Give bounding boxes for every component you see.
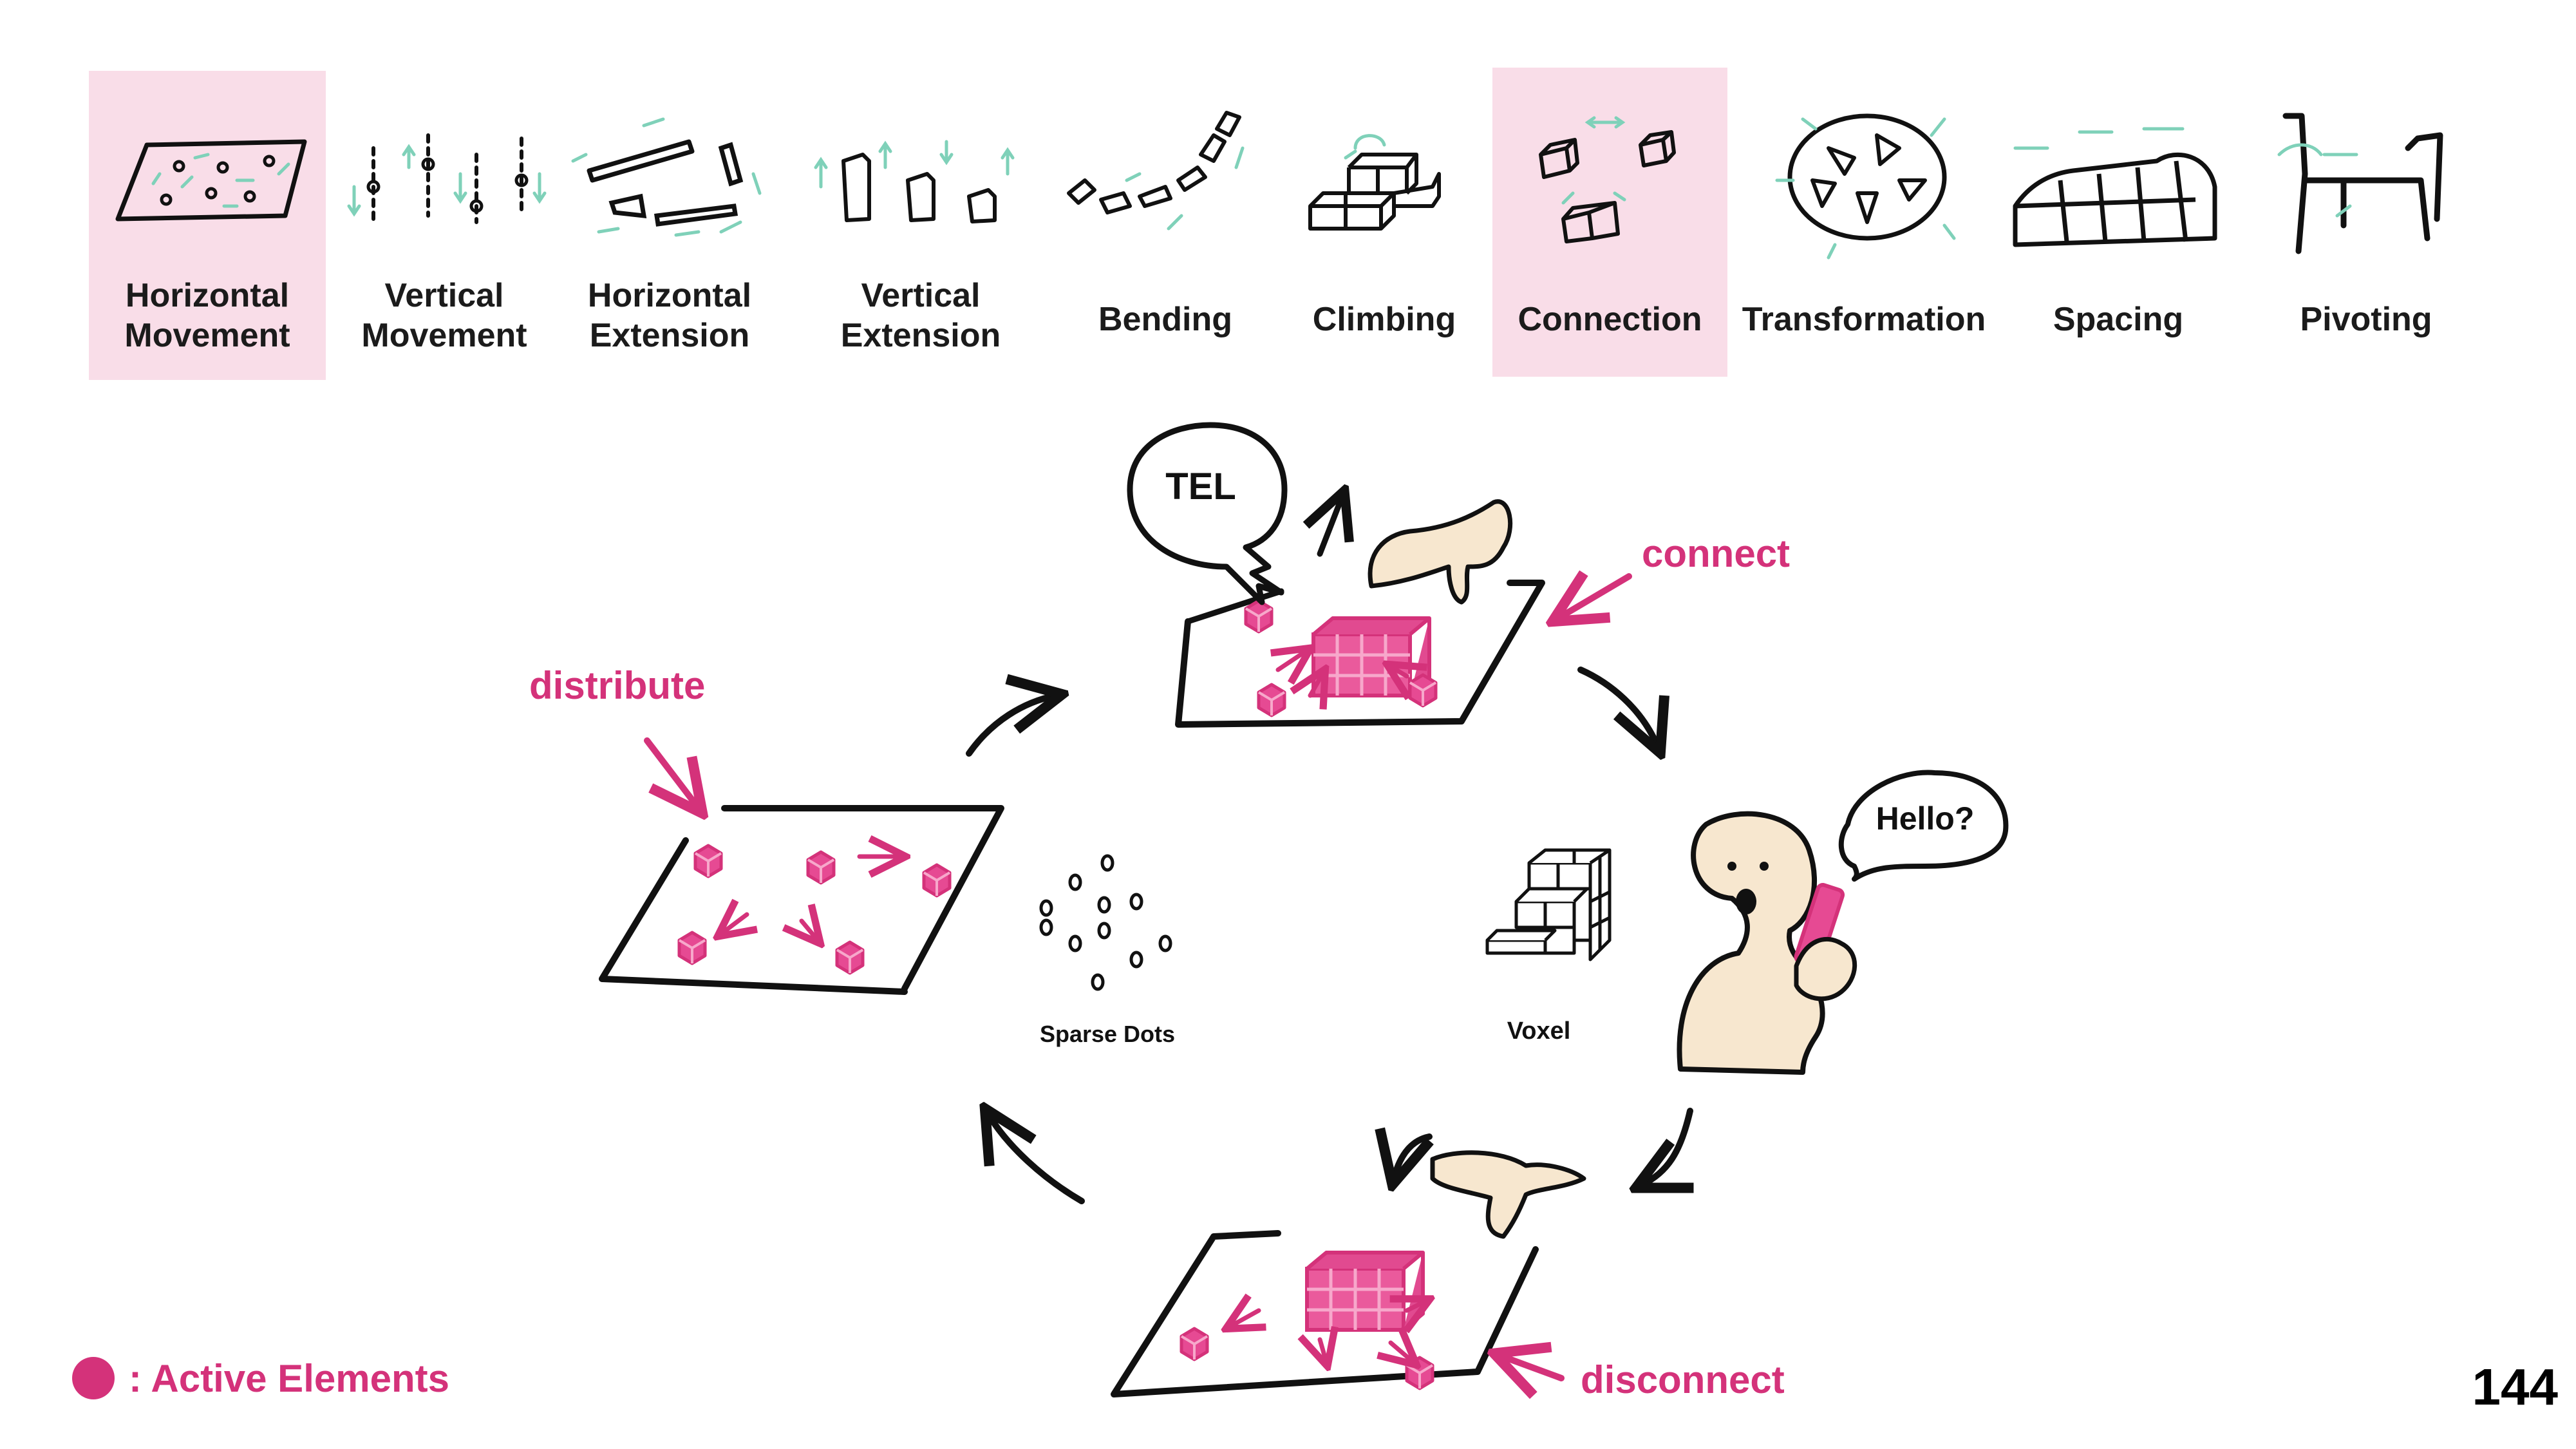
vertical-movement-icon bbox=[347, 133, 547, 224]
speech-bubble-tel bbox=[1127, 422, 1288, 605]
speech-text-tel: TEL bbox=[1165, 466, 1236, 507]
connect-label: connect bbox=[1642, 532, 1791, 575]
legend-label: : Active Elements bbox=[129, 1356, 449, 1400]
category-label-line-1: Horizontal bbox=[587, 277, 752, 314]
category-label: Transformation bbox=[1738, 299, 1989, 339]
spacing-icon bbox=[2013, 127, 2217, 247]
category-label-line-1: Vertical bbox=[384, 277, 504, 314]
category-label-line-1: Vertical bbox=[861, 277, 981, 314]
page-number: 144 bbox=[2472, 1358, 2558, 1416]
category-climbing: Climbing bbox=[1278, 71, 1490, 380]
category-label: Vertical Movement bbox=[335, 276, 554, 355]
horizontal-movement-icon bbox=[115, 139, 307, 222]
category-transformation: Transformation bbox=[1738, 71, 1989, 380]
transformation-icon bbox=[1775, 113, 1956, 260]
distribute-platform bbox=[599, 805, 1004, 995]
horizontal-extension-icon bbox=[571, 117, 762, 237]
connection-icon bbox=[1539, 116, 1676, 243]
category-vertical-movement: Vertical Movement bbox=[335, 71, 554, 380]
category-label: Horizontal Extension bbox=[560, 276, 779, 355]
category-label-line-1: Horizontal bbox=[125, 277, 290, 314]
vertical-extension-icon bbox=[814, 140, 1015, 223]
category-label: Vertical Extension bbox=[808, 276, 1033, 355]
distribute-label: distribute bbox=[529, 664, 706, 707]
category-bending: Bending bbox=[1056, 71, 1275, 380]
active-element-dot-icon bbox=[72, 1357, 115, 1399]
category-label: Bending bbox=[1056, 299, 1275, 339]
category-vertical-extension: Vertical Extension bbox=[808, 71, 1033, 380]
category-label-line-2: Movement bbox=[361, 317, 527, 354]
category-label-line-2: Movement bbox=[124, 317, 290, 354]
category-label: Spacing bbox=[1996, 299, 2241, 339]
sparse-dots-caption: Sparse Dots bbox=[1039, 1021, 1176, 1047]
category-spacing: Spacing bbox=[1996, 71, 2241, 380]
hand-bottom bbox=[1430, 1150, 1586, 1239]
category-pivoting: Pivoting bbox=[2260, 71, 2472, 380]
disconnect-platform bbox=[1111, 1230, 1539, 1397]
person-figure bbox=[1677, 811, 1857, 1075]
bending-icon bbox=[1067, 111, 1245, 231]
category-label-line-2: Extension bbox=[840, 317, 1001, 354]
sparse-dots-icon bbox=[1039, 854, 1172, 991]
climbing-icon bbox=[1308, 134, 1441, 231]
category-label-line-1: Pivoting bbox=[2300, 301, 2432, 338]
category-label: Horizontal Movement bbox=[89, 276, 326, 355]
category-label-line-1: Bending bbox=[1098, 301, 1232, 338]
category-horizontal-movement: Horizontal Movement bbox=[89, 71, 326, 380]
category-label-line-1: Connection bbox=[1518, 301, 1702, 338]
category-connection: Connection bbox=[1492, 68, 1727, 377]
disconnect-label: disconnect bbox=[1581, 1358, 1785, 1401]
category-label-line-1: Climbing bbox=[1312, 301, 1456, 338]
category-label-line-1: Transformation bbox=[1742, 301, 1986, 338]
speech-bubble-hello bbox=[1838, 770, 2009, 882]
pivoting-icon bbox=[2277, 113, 2443, 254]
category-horizontal-extension: Horizontal Extension bbox=[560, 71, 779, 380]
category-label-line-2: Extension bbox=[589, 317, 750, 354]
connect-platform bbox=[1175, 580, 1545, 728]
legend: : Active Elements bbox=[72, 1352, 449, 1404]
category-label: Pivoting bbox=[2260, 299, 2472, 339]
category-label-line-1: Spacing bbox=[2053, 301, 2184, 338]
speech-text-hello: Hello? bbox=[1876, 800, 1975, 837]
hand-top bbox=[1368, 499, 1513, 605]
category-label: Connection bbox=[1492, 299, 1727, 339]
voxel-icon bbox=[1485, 848, 1612, 961]
voxel-caption: Voxel bbox=[1507, 1018, 1571, 1045]
category-label: Climbing bbox=[1278, 299, 1490, 339]
